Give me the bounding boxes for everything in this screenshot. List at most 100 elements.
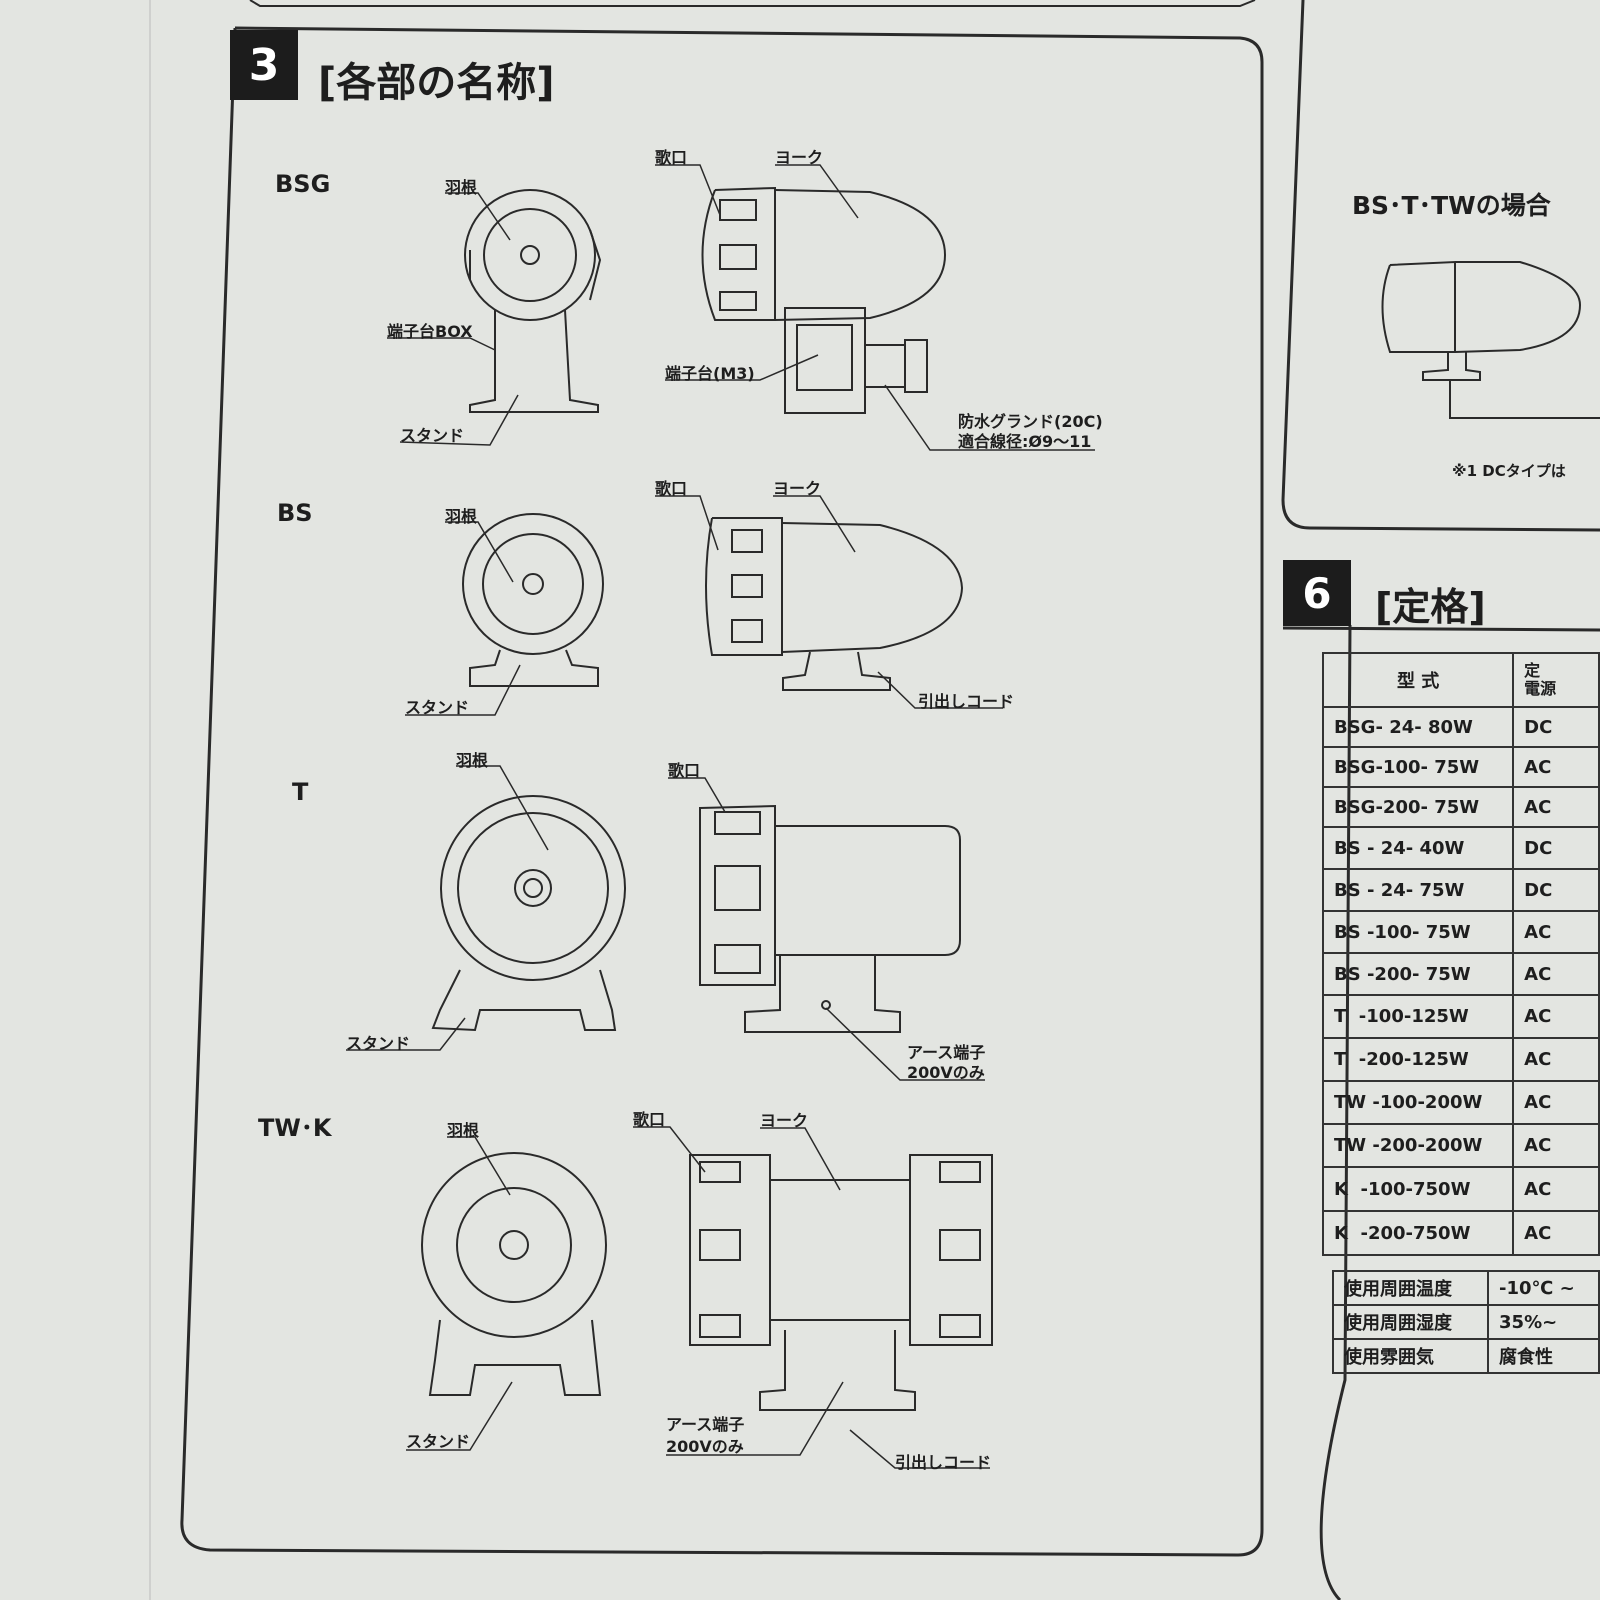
- power-cell: AC: [1512, 1037, 1600, 1082]
- twk-front-view: [421, 1152, 607, 1396]
- bsg-gland-label-1: 防水グランド(20C): [958, 412, 1103, 431]
- power-cell: AC: [1512, 1123, 1600, 1168]
- bsg-stand-label: スタンド: [400, 426, 465, 445]
- model-t-label: T: [292, 778, 309, 806]
- section6-title: [定格]: [1375, 585, 1486, 629]
- bsg-terminal-block-label: 端子台(M3): [665, 364, 755, 383]
- t-stand-label: スタンド: [346, 1034, 411, 1053]
- model-cell: K -200-750W: [1321, 1210, 1515, 1256]
- bsg-horn-label: 歌口: [655, 148, 688, 167]
- env-row: 使用雰囲気腐食性: [1331, 1338, 1600, 1374]
- power-cell: DC: [1512, 826, 1600, 870]
- model-cell: TW -100-200W: [1321, 1080, 1515, 1125]
- model-cell: T -100-125W: [1321, 994, 1515, 1039]
- twk-fan-label: 羽根: [447, 1121, 480, 1140]
- power-cell: DC: [1512, 868, 1600, 912]
- bs-horn-label: 歌口: [655, 479, 688, 498]
- bs-stand-label: スタンド: [405, 698, 470, 717]
- right-panel-border: [1281, 0, 1600, 532]
- bsg-terminal-box-label: 端子台BOX: [387, 322, 473, 341]
- model-cell: K -100-750W: [1321, 1166, 1515, 1212]
- model-twk-label: TW･K: [258, 1114, 332, 1142]
- env-label: 使用周囲温度: [1331, 1270, 1490, 1306]
- twk-horn-label: 歌口: [633, 1110, 666, 1129]
- env-label: 使用雰囲気: [1331, 1338, 1490, 1374]
- t-earth-label-1: アース端子: [907, 1043, 986, 1062]
- bs-yoke-label: ヨーク: [773, 479, 822, 498]
- bsg-side-view: [701, 186, 947, 414]
- t-horn-label: 歌口: [668, 761, 701, 780]
- rating-table-header: 型 式 定 電源: [1321, 652, 1600, 708]
- section6-number: 6: [1283, 560, 1351, 626]
- env-value: -10℃ ~: [1487, 1270, 1600, 1306]
- twk-cord-label: 引出しコード: [895, 1453, 992, 1472]
- power-cell: AC: [1512, 1166, 1600, 1212]
- bs-t-tw-diagram: [1381, 260, 1600, 419]
- model-cell: BS -100- 75W: [1321, 910, 1515, 954]
- right-panel-heading: BS･T･TWの場合: [1352, 191, 1551, 220]
- twk-stand-label: スタンド: [406, 1432, 471, 1451]
- power-cell: AC: [1512, 1210, 1600, 1256]
- bs-front-view: [462, 513, 604, 687]
- power-cell: DC: [1512, 706, 1600, 748]
- bs-cord-label: 引出しコード: [918, 692, 1015, 711]
- t-earth-label-2: 200Vのみ: [907, 1063, 985, 1082]
- model-cell: BS -200- 75W: [1321, 952, 1515, 996]
- bs-fan-label: 羽根: [445, 507, 478, 526]
- power-cell: AC: [1512, 910, 1600, 954]
- model-bsg-label: BSG: [275, 170, 331, 198]
- env-row: 使用周囲温度-10℃ ~: [1331, 1270, 1600, 1306]
- power-cell: AC: [1512, 1080, 1600, 1125]
- right-panel-note: ※1 DCタイプは: [1452, 462, 1566, 480]
- section3-title: [各部の名称]: [318, 60, 555, 106]
- bsg-front-view: [464, 189, 602, 413]
- model-bs-label: BS: [277, 499, 313, 527]
- power-cell: AC: [1512, 786, 1600, 828]
- model-cell: BSG-100- 75W: [1321, 746, 1515, 788]
- bsg-yoke-label: ヨーク: [775, 148, 824, 167]
- twk-side-view: [689, 1154, 993, 1411]
- model-cell: TW -200-200W: [1321, 1123, 1515, 1168]
- leader-lines: [346, 164, 1095, 1469]
- header-power: 定 電源: [1512, 652, 1600, 708]
- bsg-fan-label: 羽根: [445, 178, 478, 197]
- section3-number: 3: [230, 30, 298, 100]
- bs-side-view: [705, 517, 964, 691]
- env-value: 35%~: [1487, 1304, 1600, 1340]
- power-cell: AC: [1512, 994, 1600, 1039]
- env-label: 使用周囲湿度: [1331, 1304, 1490, 1340]
- model-cell: T -200-125W: [1321, 1037, 1515, 1082]
- model-cell: BS - 24- 75W: [1321, 868, 1515, 912]
- env-value: 腐食性: [1487, 1338, 1600, 1374]
- power-cell: AC: [1512, 746, 1600, 788]
- t-side-view: [699, 804, 961, 1033]
- twk-earth-label-1: アース端子: [666, 1415, 745, 1434]
- model-cell: BS - 24- 40W: [1321, 826, 1515, 870]
- model-cell: BSG- 24- 80W: [1321, 706, 1515, 748]
- bsg-gland-label-2: 適合線径:Ø9〜11: [958, 432, 1092, 451]
- power-cell: AC: [1512, 952, 1600, 996]
- t-front-view: [431, 795, 626, 1032]
- section3-border: [180, 26, 1264, 1557]
- t-fan-label: 羽根: [456, 751, 489, 770]
- model-cell: BSG-200- 75W: [1321, 786, 1515, 828]
- header-model: 型 式: [1321, 652, 1515, 708]
- twk-earth-label-2: 200Vのみ: [666, 1437, 744, 1456]
